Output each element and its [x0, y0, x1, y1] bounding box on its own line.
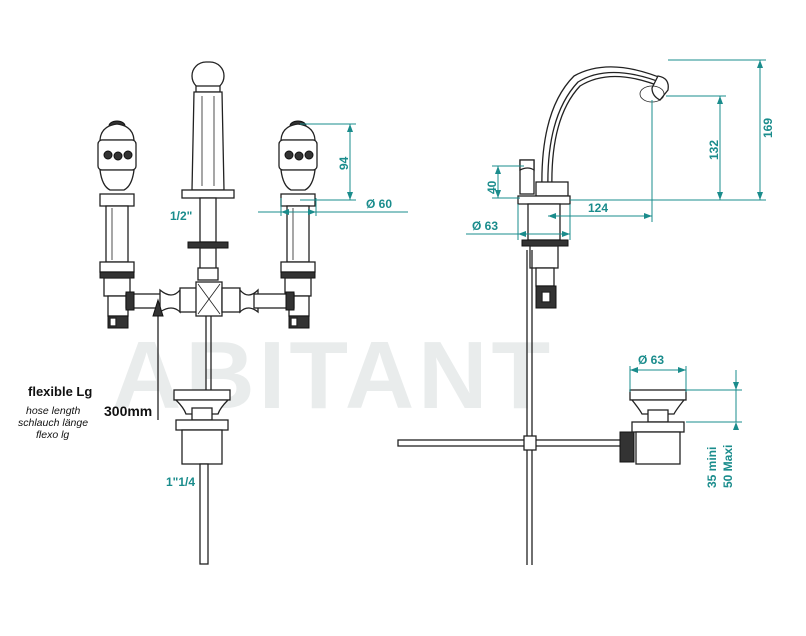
hose-length-arrow — [152, 298, 164, 420]
connector-tee — [125, 281, 295, 317]
dimension-169-label: 169 — [761, 118, 775, 138]
handle-left — [97, 120, 137, 329]
hose-title: flexible Lg — [28, 384, 92, 399]
dimension-50-label: 50 Maxi — [721, 445, 735, 488]
dimension-60: Ø 60 — [258, 197, 408, 216]
dimension-124: 124 — [548, 100, 653, 222]
side-view: 169 132 124 40 — [397, 59, 775, 565]
dimension-132-label: 132 — [707, 140, 721, 160]
drain-side — [629, 389, 687, 465]
thread-half-inch-label: 1/2" — [170, 209, 192, 223]
dimension-132: 132 — [666, 95, 726, 200]
spout-front — [181, 61, 235, 281]
dimension-35-label: 35 mini — [705, 447, 719, 488]
dimension-63-top-label: Ø 63 — [472, 219, 498, 233]
dimension-63-bottom: Ø 63 — [629, 353, 687, 392]
dimension-40: 40 — [485, 165, 524, 199]
hose-length-en: hose length — [26, 405, 80, 417]
dimension-35-50: 35 mini 50 Maxi — [686, 370, 742, 488]
handle-right — [278, 120, 318, 329]
dimension-63-top: Ø 63 — [466, 204, 571, 240]
thread-inch-quarter-label: 1"1/4 — [166, 475, 195, 489]
front-view: 94 Ø 60 1/2" 1"1/4 flexible Lg hose leng… — [18, 61, 408, 565]
dimension-40-label: 40 — [485, 180, 499, 194]
dimension-60-label: Ø 60 — [366, 197, 392, 211]
spout-side — [517, 66, 669, 309]
dimension-169: 169 — [570, 59, 775, 201]
dimension-124-label: 124 — [588, 201, 608, 215]
hose-length-de: schlauch länge — [18, 417, 88, 429]
hose-length-value: 300mm — [104, 403, 152, 419]
hose-length-fr: flexo lg — [36, 429, 69, 441]
dimension-94: 94 — [300, 123, 356, 201]
dimension-94-label: 94 — [337, 156, 351, 170]
watermark: ABITANT — [112, 322, 554, 429]
dimension-63-bottom-label: Ø 63 — [638, 353, 664, 367]
drain-front — [173, 316, 231, 565]
drain-rod-side — [397, 250, 635, 565]
